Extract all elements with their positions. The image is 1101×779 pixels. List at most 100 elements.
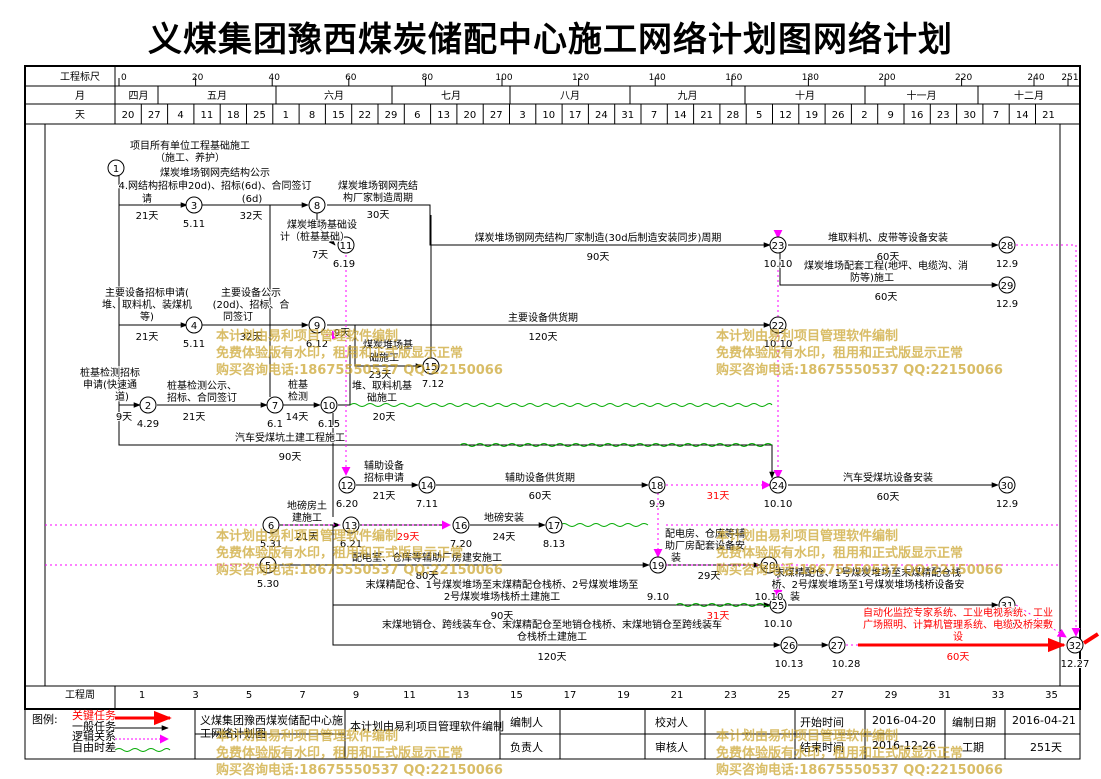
duration-label: 30天 <box>367 210 390 221</box>
day-label: 18 <box>227 110 240 121</box>
duration-label: 14天 <box>286 412 309 423</box>
day-label: 8 <box>309 110 315 121</box>
week-label: 1 <box>139 690 145 701</box>
activity-label: 煤炭堆场钢网壳结构厂家制造(30d后制造安装同步)周期 <box>475 231 722 244</box>
activity-label: 煤炭堆场钢网壳结构公示 <box>160 166 270 179</box>
activity-label: 装 <box>671 551 681 564</box>
node-number: 24 <box>772 481 785 492</box>
node-number: 28 <box>1001 241 1014 252</box>
node-circle <box>422 357 440 375</box>
legend-float: 自由时差 <box>72 740 116 754</box>
scale-tick-label: 140 <box>649 73 666 83</box>
node-circle <box>760 556 778 574</box>
duration-label: 9天 <box>116 412 132 423</box>
day-label: 10 <box>542 110 555 121</box>
node-number: 4 <box>191 321 197 332</box>
activity-label: 煤炭堆场配套工程(地坪、电缆沟、消 <box>804 259 968 272</box>
footer-start-value: 2016-04-20 <box>872 714 936 727</box>
week-label: 9 <box>353 690 359 701</box>
day-label: 21 <box>700 110 713 121</box>
week-label: 13 <box>457 690 470 701</box>
activity-label: 末煤精配仓、1号煤炭堆场至末煤精配仓栈桥、2号煤炭堆场至 <box>366 578 639 591</box>
month-label: 九月 <box>678 90 698 102</box>
scale-row-label: 工程标尺 <box>60 71 100 83</box>
node-circle <box>107 159 125 177</box>
activity-label: 招标申请 <box>364 471 404 484</box>
duration-label-critical: 31天 <box>707 611 730 622</box>
month-label: 五月 <box>207 90 227 102</box>
node-number: 2 <box>145 401 151 412</box>
node-number: 5 <box>265 561 271 572</box>
activity-label: 装 <box>790 590 800 603</box>
activity-label: (20d)、招标、合 <box>213 298 290 311</box>
day-label: 26 <box>832 110 845 121</box>
node-circle <box>308 316 326 334</box>
activity-label: 桩基检测招标 <box>80 366 140 379</box>
date-label: 6.15 <box>318 419 340 430</box>
node-number: 22 <box>772 321 785 332</box>
footer-project-name: 义煤集团豫西煤炭储配中心施工网络计划图 <box>200 714 343 740</box>
weeks-row-label: 工程周 <box>65 689 95 701</box>
activity-label-critical: 广场照明、计算机管理系统、电缆及桥架敷 <box>863 618 1053 631</box>
day-label: 25 <box>253 110 266 121</box>
date-label: 10.10 <box>764 259 793 270</box>
node-circle <box>648 476 666 494</box>
week-label: 35 <box>1045 690 1058 701</box>
day-label: 30 <box>963 110 976 121</box>
node-number: 14 <box>421 481 434 492</box>
node-number: 18 <box>651 481 664 492</box>
month-label: 六月 <box>324 90 344 102</box>
node-number: 11 <box>340 241 353 252</box>
activity-label: 煤炭堆场基 <box>363 338 413 351</box>
week-label: 33 <box>992 690 1005 701</box>
day-label: 4 <box>177 110 183 121</box>
duration-label: 9天 <box>334 328 350 339</box>
node-circle <box>185 316 203 334</box>
activity-label: 申请(快速通 <box>83 378 137 391</box>
day-label: 31 <box>621 110 634 121</box>
date-label: 10.28 <box>832 659 861 670</box>
activity-label: 辅助设备 <box>364 459 404 472</box>
activity-label: 堆取料机、皮带等设备安装 <box>828 231 948 244</box>
activity-label: 仓栈桥土建施工 <box>517 630 587 643</box>
duration-label: 20天 <box>373 412 396 423</box>
duration-label: 60天 <box>877 492 900 503</box>
node-number: 27 <box>831 641 844 652</box>
activity-label: 础施工 <box>369 351 399 364</box>
day-label: 29 <box>385 110 398 121</box>
node-circle <box>266 396 284 414</box>
node-number: 23 <box>772 241 785 252</box>
scale-tick-label: 160 <box>725 73 742 83</box>
node-number: 8 <box>314 201 320 212</box>
duration-label: 32天 <box>240 332 263 343</box>
node-circle <box>262 516 280 534</box>
page-title: 义煤集团豫西煤炭储配中心施工网络计划图网络计划 <box>148 20 953 60</box>
node-circle <box>545 516 563 534</box>
node-number: 26 <box>783 641 796 652</box>
month-label: 八月 <box>560 90 580 102</box>
node-circle <box>185 196 203 214</box>
duration-label: 80天 <box>416 571 439 582</box>
activity-label: 建施工 <box>292 511 322 524</box>
node-number: 19 <box>652 561 665 572</box>
date-label: 10.10 <box>764 499 793 510</box>
week-label: 3 <box>192 690 198 701</box>
month-label: 七月 <box>441 90 461 102</box>
activity-label: 主要设备公示 <box>221 286 281 299</box>
duration-label: 60天 <box>529 491 552 502</box>
node-number: 9 <box>314 321 320 332</box>
node-circle <box>418 476 436 494</box>
day-label: 28 <box>727 110 740 121</box>
week-label: 15 <box>510 690 523 701</box>
footer-end-label: 结束时间 <box>800 741 844 754</box>
day-label: 5 <box>756 110 762 121</box>
day-label: 21 <box>1042 110 1055 121</box>
activity-label: 地磅房土 <box>287 499 327 512</box>
date-label: 12.9 <box>996 619 1018 630</box>
day-label: 2 <box>861 110 867 121</box>
scale-row-label: 天 <box>75 110 85 121</box>
date-label: 6.12 <box>306 339 328 350</box>
week-label: 19 <box>617 690 630 701</box>
node-circle <box>780 636 798 654</box>
week-label: 25 <box>778 690 791 701</box>
